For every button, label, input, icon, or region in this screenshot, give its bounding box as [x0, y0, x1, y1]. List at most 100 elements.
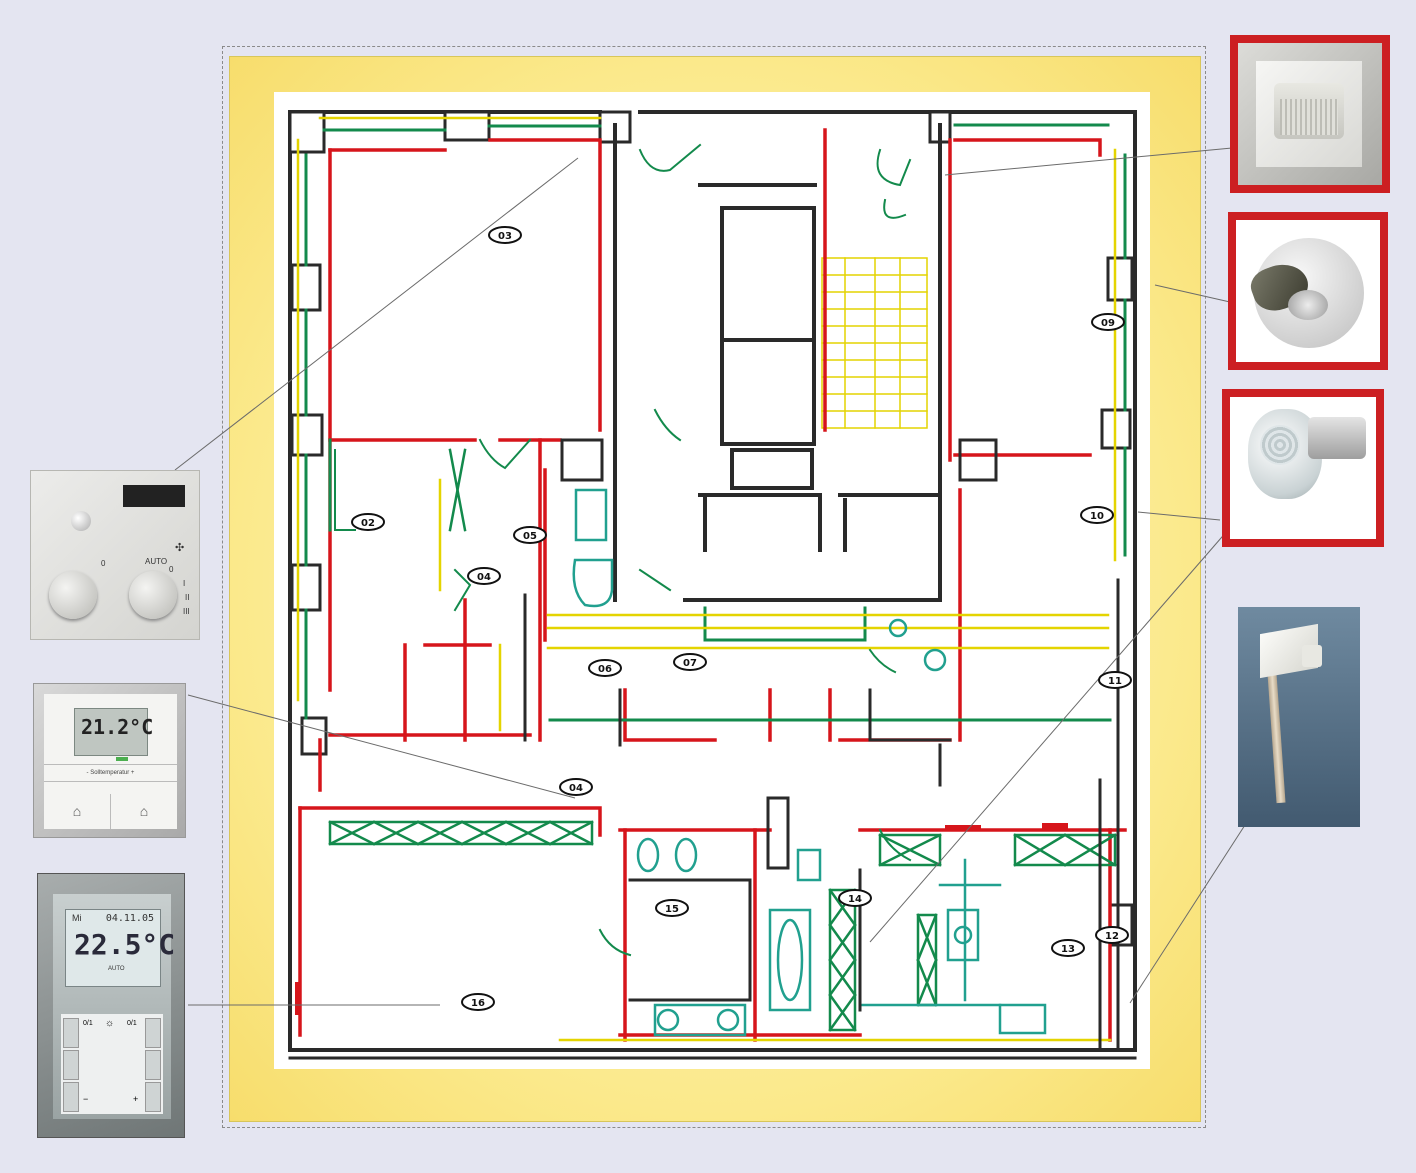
red-walls	[298, 128, 1127, 1042]
key-01-left-label: 0/1	[83, 1020, 93, 1027]
scale-ii-label: II	[185, 593, 190, 602]
light-icon: ☼	[105, 1018, 115, 1029]
walk-icon: ⌂	[72, 803, 82, 819]
room-label-bubble	[559, 778, 593, 796]
room-label-bubble	[461, 993, 495, 1011]
room-label-text: 11	[1108, 676, 1122, 687]
crosshatch-panels	[328, 448, 1117, 1032]
room-label-text: 06	[598, 664, 612, 675]
minus-label: -	[86, 770, 89, 776]
thermostat-face: 21.2°C - Solltemperatur + ⌂ ⌂	[44, 694, 177, 829]
green-lines	[304, 123, 1127, 722]
auto-label: AUTO	[145, 557, 168, 566]
room-label-bubble	[673, 653, 707, 671]
room-label-bubble	[467, 567, 501, 585]
room-label-text: 03	[498, 231, 512, 242]
room-label-room-12: 12	[1095, 926, 1129, 944]
room-label-text: 04	[569, 783, 583, 794]
room-label-bubble	[655, 899, 689, 917]
duct-temperature-sensor	[1238, 607, 1360, 827]
room-label-room-04b: 04	[559, 778, 593, 796]
room-label-bubble	[488, 226, 522, 244]
room-label-bubble	[1051, 939, 1085, 957]
scale-i-label: I	[183, 579, 186, 588]
key-left-1[interactable]	[63, 1018, 79, 1048]
dome-sensor-icon	[1230, 397, 1376, 539]
core-walls	[613, 123, 942, 602]
room-controller-button[interactable]	[71, 511, 91, 531]
leader-lines	[174, 147, 1246, 1006]
room-controller: 0 AUTO 0 I II III ✣	[30, 470, 200, 640]
room-label-bubble	[1091, 313, 1125, 331]
key-right-1[interactable]	[145, 1018, 161, 1048]
room-label-text: 04	[477, 572, 491, 583]
key-right-2[interactable]	[145, 1050, 161, 1080]
red-accents	[295, 823, 1068, 1015]
day-label: Mi	[72, 913, 82, 923]
setpoint-strip[interactable]: - Solltemperatur +	[44, 764, 177, 782]
temperature-knob[interactable]	[49, 571, 97, 619]
room-label-text: 05	[523, 531, 537, 542]
fan-icon: ✣	[175, 542, 185, 554]
plus-label: +	[130, 770, 135, 776]
lcd-thermostat-small: 21.2°C - Solltemperatur + ⌂ ⌂	[33, 683, 186, 838]
yellow-lines	[296, 116, 1117, 1042]
room-label-room-14: 14	[838, 889, 872, 907]
fixtures	[572, 488, 1047, 1037]
room-label-room-05: 05	[513, 526, 547, 544]
outer-walls	[288, 110, 1137, 1052]
key-left-2[interactable]	[63, 1050, 79, 1080]
diagram-frame	[222, 46, 1206, 1128]
status-led	[116, 757, 128, 761]
room-label-text: 13	[1061, 944, 1075, 955]
room-label-text: 14	[848, 894, 862, 905]
room-label-bubble	[588, 659, 622, 677]
room-label-room-10: 10	[1080, 506, 1114, 524]
room-label-room-03: 03	[488, 226, 522, 244]
current-temperature: 21.2°C	[81, 715, 154, 739]
room-label-bubble	[513, 526, 547, 544]
staircase	[821, 257, 928, 429]
key-right-3[interactable]	[145, 1082, 161, 1112]
room-label-bubble	[351, 513, 385, 531]
keypad: 0/1 0/1 ☼ − +	[61, 1014, 163, 1114]
thermostat-large-lcd: Mi 04.11.05 22.5°C AUTO	[65, 909, 175, 987]
setpoint-label: Solltemperatur	[90, 770, 130, 776]
thermostat-lcd: 21.2°C	[74, 708, 153, 756]
ceiling-sensor-icon	[1236, 220, 1380, 362]
fan-speed-knob[interactable]	[129, 571, 177, 619]
scale-iii-label: III	[183, 607, 190, 616]
scale-left-label: 0	[101, 559, 106, 568]
room-controller-display	[123, 485, 185, 507]
floor-plan-paper	[274, 92, 1150, 1069]
room-label-room-13: 13	[1051, 939, 1085, 957]
key-left-3[interactable]	[63, 1082, 79, 1112]
room-label-room-09: 09	[1091, 313, 1125, 331]
auto-mode-label: AUTO	[108, 966, 125, 972]
presence-detector	[1230, 35, 1390, 193]
away-home-button[interactable]: ⌂	[44, 794, 111, 829]
room-label-room-06: 06	[588, 659, 622, 677]
room-label-room-11: 11	[1098, 671, 1132, 689]
doors	[334, 143, 912, 957]
lcd-thermostat-large: Mi 04.11.05 22.5°C AUTO 0/1 0/1 ☼ − +	[37, 873, 185, 1138]
room-label-bubble	[1095, 926, 1129, 944]
room-label-room-02: 02	[351, 513, 385, 531]
thermostat-large-face: Mi 04.11.05 22.5°C AUTO 0/1 0/1 ☼ − +	[53, 894, 175, 1119]
presence-detector-icon	[1238, 43, 1382, 185]
room-label-text: 09	[1101, 318, 1115, 329]
ceiling-sensor	[1228, 212, 1388, 370]
room-label-text: 16	[471, 998, 485, 1009]
room-label-bubble	[838, 889, 872, 907]
home-icon: ⌂	[139, 803, 149, 819]
room-label-bubble	[1098, 671, 1132, 689]
room-label-room-04a: 04	[467, 567, 501, 585]
columns	[288, 110, 1134, 947]
cable-gland	[1302, 645, 1322, 667]
large-temperature: 22.5°C	[74, 928, 176, 961]
black-segments	[288, 438, 1137, 1060]
home-button[interactable]: ⌂	[111, 794, 177, 829]
sensor-probe	[1267, 672, 1286, 804]
date-label: 04.11.05	[105, 913, 154, 924]
